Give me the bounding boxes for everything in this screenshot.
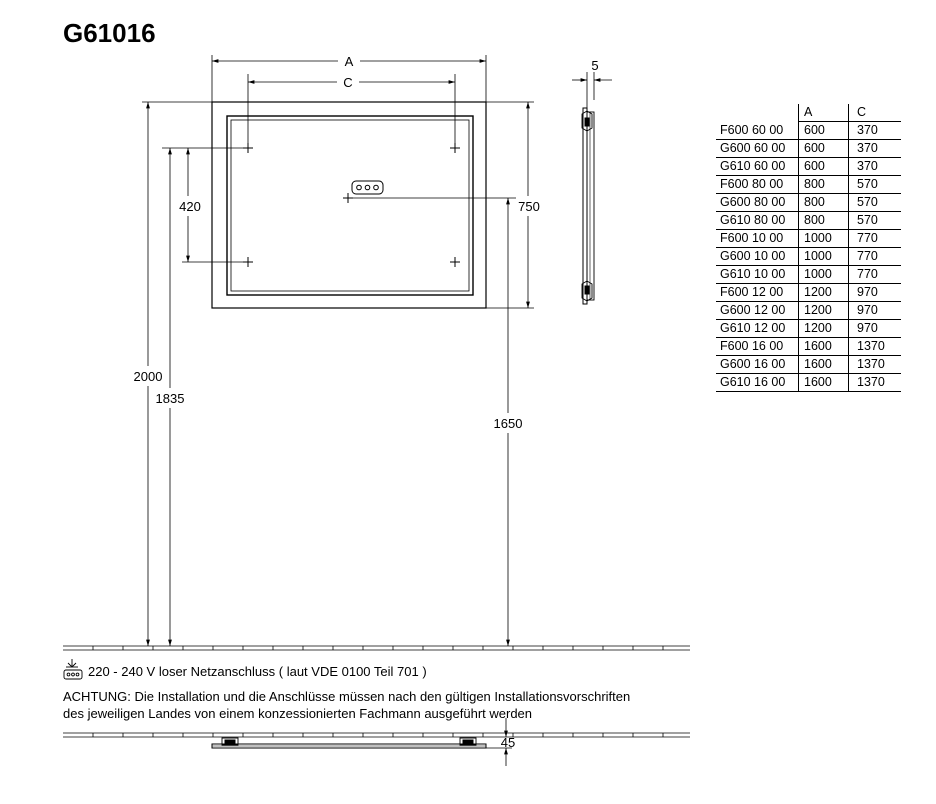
dimension-a [211,55,487,102]
dimension-750 [486,101,534,309]
table-cell-model: G600 12 00 [716,301,799,320]
table-cell-a: 1000 [798,229,849,248]
table-cell-c: 570 [848,175,901,194]
dimension-45 [486,718,512,766]
table-cell-c: 970 [848,283,901,302]
table-cell-c: 970 [848,319,901,338]
power-note: 220 - 240 V loser Netzanschluss ( laut V… [88,664,427,679]
dimension-2000 [142,101,212,646]
table-cell-c: 1370 [848,355,901,374]
table-cell-c: 770 [848,247,901,266]
table-cell-c: 570 [848,211,901,230]
dimension-420 [182,147,243,263]
dimension-a-label: A [345,54,354,69]
table-cell-a: 1000 [798,265,849,284]
dimension-c [247,74,456,145]
table-cell-a: 600 [798,157,849,176]
table-cell-model: G600 10 00 [716,247,799,266]
dimension-5-label: 5 [591,58,598,73]
dimension-1650 [353,197,516,646]
table-cell-a: 1600 [798,355,849,374]
table-cell-c: 570 [848,193,901,212]
table-cell-model: F600 12 00 [716,283,799,302]
table-cell-c: 370 [848,121,901,140]
drawing-title: G61016 [63,18,156,48]
mirror-side-view [581,107,595,305]
table-cell-model: G600 16 00 [716,355,799,374]
table-cell-model: G610 80 00 [716,211,799,230]
table-cell-a: 600 [798,121,849,140]
warning-line-2: des jeweiligen Landes von einem konzessi… [63,706,533,721]
table-header-c: C [848,104,901,122]
table-cell-a: 1200 [798,319,849,338]
power-outlet-icon [63,659,83,680]
table-cell-model: G600 80 00 [716,193,799,212]
dimension-420-label: 420 [179,199,201,214]
table-header-row: A C [716,104,901,122]
dimension-2000-label: 2000 [134,369,163,384]
table-cell-a: 600 [798,139,849,158]
table-cell-a: 1000 [798,247,849,266]
table-cell-model: F600 10 00 [716,229,799,248]
table-cell-c: 770 [848,265,901,284]
socket-outlet-icon [351,180,384,195]
table-cell-model: F600 16 00 [716,337,799,356]
floor-line [63,645,690,651]
table-cell-a: 800 [798,211,849,230]
table-cell-model: G610 60 00 [716,157,799,176]
table-header-a: A [798,104,849,122]
dimension-1650-label: 1650 [494,416,523,431]
table-cell-model: G600 60 00 [716,139,799,158]
table-cell-a: 1200 [798,301,849,320]
table-cell-a: 1600 [798,373,849,392]
warning-line-1: ACHTUNG: Die Installation und die Anschl… [63,689,631,704]
table-cell-c: 1370 [848,337,901,356]
table-cell-c: 970 [848,301,901,320]
mirror-front-view [211,101,487,309]
table-cell-model: F600 80 00 [716,175,799,194]
table-header-model [716,104,799,122]
mount-hole-marks [243,143,460,267]
table-cell-model: G610 12 00 [716,319,799,338]
table-cell-a: 1200 [798,283,849,302]
table-cell-c: 370 [848,139,901,158]
dimension-750-label: 750 [518,199,540,214]
table-cell-a: 800 [798,193,849,212]
wall-line [63,732,690,738]
table-cell-model: G610 10 00 [716,265,799,284]
dimension-5 [572,72,612,108]
table-cell-c: 370 [848,157,901,176]
table-cell-c: 1370 [848,373,901,392]
dimension-c-label: C [343,75,352,90]
table-cell-a: 1600 [798,337,849,356]
table-cell-model: G610 16 00 [716,373,799,392]
mirror-top-view [211,737,487,749]
table-cell-model: F600 60 00 [716,121,799,140]
dimension-1835-label: 1835 [156,391,185,406]
table-cell-a: 800 [798,175,849,194]
dimension-1835 [162,147,182,646]
table-cell-c: 770 [848,229,901,248]
dimension-45-label: 45 [501,735,515,750]
